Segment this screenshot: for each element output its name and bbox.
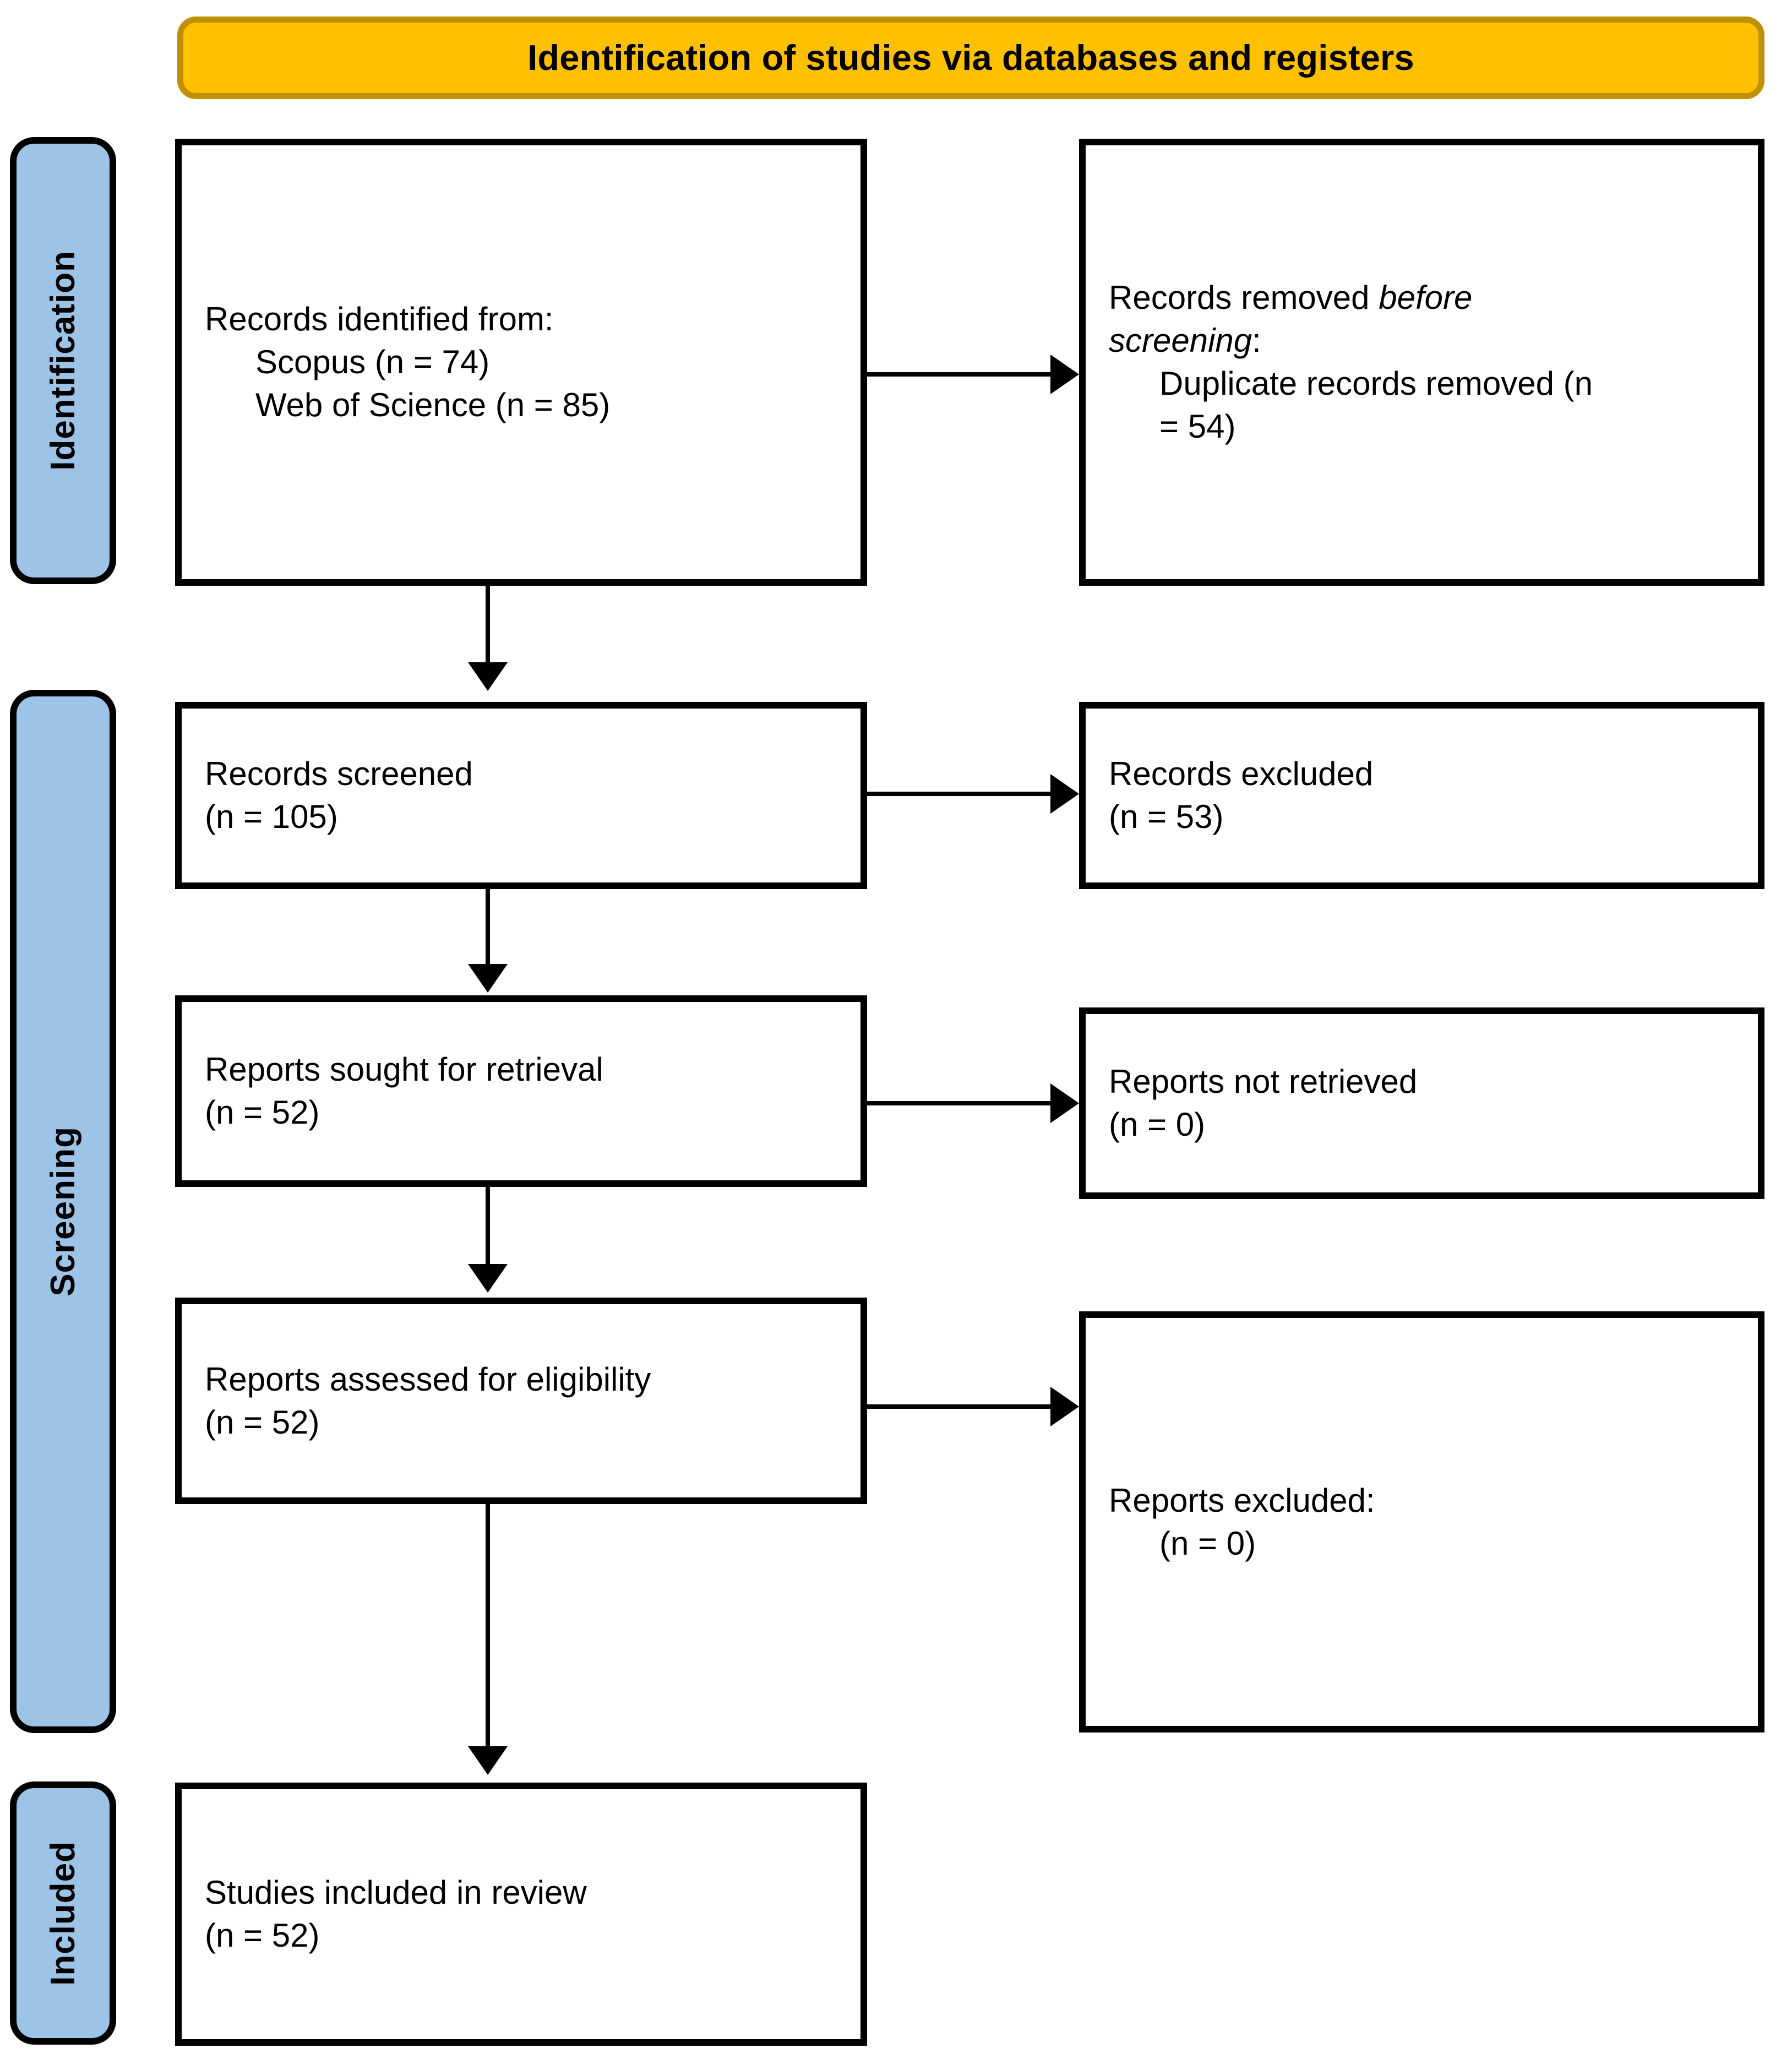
- stage-label-screening-text: Screening: [44, 1126, 82, 1296]
- records-excluded-label: Records excluded: [1109, 755, 1374, 792]
- stage-label-screening: Screening: [10, 690, 116, 1733]
- duplicate-records-removed-line1: Duplicate records removed (n: [1159, 365, 1593, 402]
- box-reports-excluded: Reports excluded: (n = 0): [1079, 1311, 1764, 1732]
- connector-assessed-to-reports-excluded: [867, 1404, 1054, 1409]
- box-reports-assessed-for-eligibility: Reports assessed for eligibility (n = 52…: [175, 1298, 867, 1504]
- diagram-title: Identification of studies via databases …: [527, 37, 1414, 78]
- records-identified-wos: Web of Science (n = 85): [255, 386, 611, 423]
- records-identified-scopus: Scopus (n = 74): [255, 344, 490, 380]
- arrowhead-right-icon: [1050, 1083, 1079, 1123]
- studies-included-count: (n = 52): [205, 1917, 320, 1954]
- connector-identified-to-removed: [867, 372, 1054, 377]
- diagram-header-banner: Identification of studies via databases …: [177, 17, 1764, 99]
- reports-not-retrieved-label: Reports not retrieved: [1109, 1063, 1418, 1100]
- stage-label-included-text: Included: [44, 1840, 82, 1986]
- arrowhead-down-icon: [468, 1746, 508, 1775]
- reports-not-retrieved-count: (n = 0): [1109, 1106, 1206, 1143]
- box-studies-included-in-review: Studies included in review (n = 52): [175, 1783, 867, 2046]
- records-removed-line1: Records removed before: [1109, 276, 1735, 319]
- box-records-identified: Records identified from: Scopus (n = 74)…: [175, 139, 867, 586]
- stage-label-identification-text: Identification: [44, 250, 82, 471]
- connector-sought-to-not-retrieved: [867, 1101, 1054, 1105]
- arrowhead-right-icon: [1050, 774, 1079, 814]
- records-screened-label: Records screened: [205, 755, 473, 792]
- connector-sought-to-assessed: [486, 1187, 490, 1272]
- reports-assessed-count: (n = 52): [205, 1403, 320, 1441]
- records-screened-count: (n = 105): [205, 798, 338, 835]
- arrowhead-right-icon: [1050, 355, 1079, 394]
- arrowhead-down-icon: [468, 662, 508, 691]
- records-removed-italic-before: before: [1379, 279, 1473, 316]
- box-records-excluded: Records excluded (n = 53): [1079, 702, 1764, 889]
- connector-identified-to-screened: [486, 586, 490, 671]
- reports-sought-label: Reports sought for retrieval: [205, 1051, 603, 1088]
- reports-sought-count: (n = 52): [205, 1094, 320, 1131]
- box-reports-not-retrieved: Reports not retrieved (n = 0): [1079, 1007, 1764, 1199]
- arrowhead-right-icon: [1050, 1387, 1079, 1426]
- records-identified-line1: Records identified from:: [205, 301, 554, 337]
- arrowhead-down-icon: [468, 964, 508, 993]
- connector-screened-to-excluded: [867, 792, 1054, 796]
- reports-excluded-count: (n = 0): [1159, 1524, 1256, 1562]
- reports-excluded-label: Reports excluded:: [1109, 1481, 1375, 1519]
- arrowhead-down-icon: [468, 1264, 508, 1293]
- records-removed-colon: :: [1252, 322, 1261, 359]
- records-excluded-count: (n = 53): [1109, 798, 1224, 835]
- connector-assessed-to-included: [486, 1504, 490, 1755]
- records-removed-prefix: Records removed: [1109, 279, 1379, 316]
- duplicate-records-removed-line2: = 54): [1159, 408, 1236, 445]
- stage-label-identification: Identification: [10, 137, 116, 584]
- box-records-removed-before-screening: Records removed before screening: Duplic…: [1079, 139, 1764, 586]
- records-removed-line2: screening:: [1109, 319, 1735, 362]
- connector-screened-to-sought: [486, 889, 490, 973]
- records-removed-italic-screening: screening: [1109, 322, 1252, 359]
- stage-label-included: Included: [10, 1781, 116, 2045]
- box-records-screened: Records screened (n = 105): [175, 702, 867, 889]
- studies-included-label: Studies included in review: [205, 1874, 587, 1911]
- reports-assessed-label: Reports assessed for eligibility: [205, 1360, 651, 1398]
- box-reports-sought-for-retrieval: Reports sought for retrieval (n = 52): [175, 995, 867, 1187]
